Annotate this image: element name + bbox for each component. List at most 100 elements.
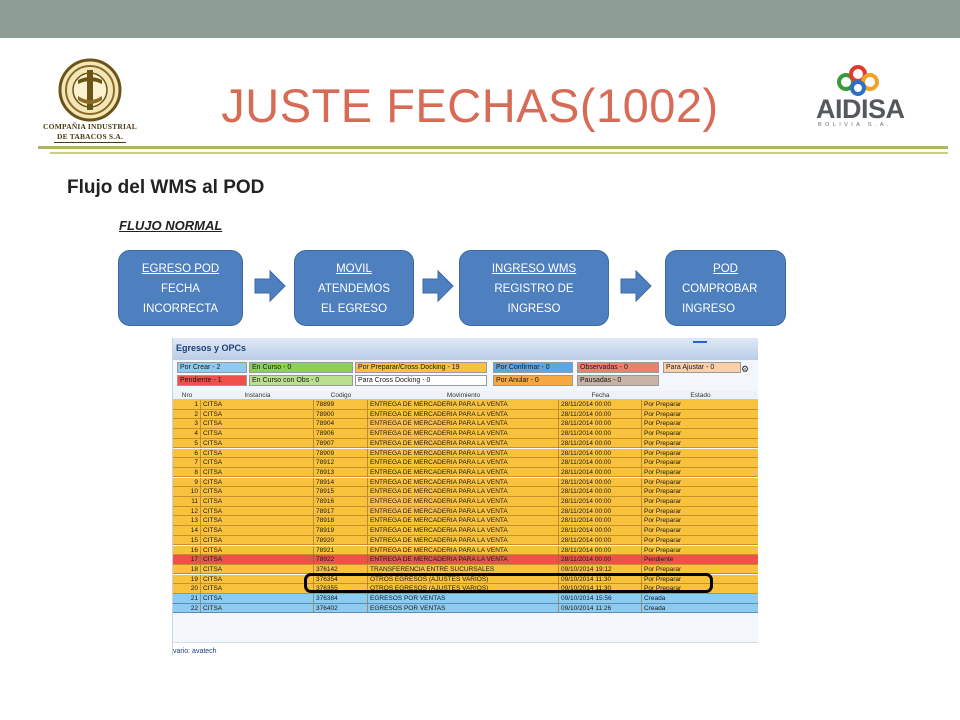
settings-tool-icon[interactable]: ⚙ xyxy=(741,364,750,374)
table-cell: 78900 xyxy=(314,409,368,419)
filter-chip[interactable]: Por Anular - 0 xyxy=(493,375,573,386)
column-header[interactable]: Fecha xyxy=(591,392,610,399)
table-cell: TRANSFERENCIA ENTRE SUCURSALES xyxy=(368,564,559,574)
table-cell: CITSA xyxy=(201,458,314,468)
table-cell: 78907 xyxy=(314,438,368,448)
table-cell: 17 xyxy=(173,555,201,565)
table-cell: 28/11/2014 00:00 xyxy=(559,419,642,429)
column-header[interactable]: Nro xyxy=(181,392,193,399)
table-cell: CITSA xyxy=(201,438,314,448)
divider-bottom xyxy=(50,152,948,154)
table-cell: 09/10/2014 19:12 xyxy=(559,564,642,574)
table-cell: CITSA xyxy=(201,526,314,536)
table-cell: Por Preparar xyxy=(642,584,758,593)
arrow-right-icon xyxy=(422,269,454,303)
footer-user: vario: avatech xyxy=(173,648,217,655)
table-cell: 28/11/2014 00:00 xyxy=(559,535,642,545)
flow-step-title: INGRESO WMS xyxy=(491,263,577,275)
flow-step-line: EL EGRESO xyxy=(320,303,388,315)
arrow-right-icon xyxy=(620,269,652,303)
logo-left-rule xyxy=(54,142,126,143)
seal-icon xyxy=(58,58,122,122)
table-cell: 78915 xyxy=(314,487,368,497)
flow-label: FLUJO NORMAL xyxy=(119,218,222,233)
table-cell: CITSA xyxy=(201,564,314,574)
table-cell: 78921 xyxy=(314,545,368,555)
table-cell: ENTREGA DE MERCADERIA PARA LA VENTA xyxy=(368,555,559,565)
filter-chip[interactable]: Por Preparar/Cross Docking - 19 xyxy=(355,362,487,373)
table-cell: Por Preparar xyxy=(642,497,758,506)
table-cell: Por Preparar xyxy=(642,546,758,555)
filter-chip[interactable]: Para Cross Docking - 0 xyxy=(355,375,487,386)
logo-left-text-1: COMPAÑIA INDUSTRIAL xyxy=(43,122,137,131)
filter-chip[interactable]: Por Crear - 2 xyxy=(177,362,247,373)
table-cell: 8 xyxy=(173,467,201,477)
app-footer: vario: avatech xyxy=(173,642,758,656)
table-cell: CITSA xyxy=(201,516,314,526)
flow-step-line: INGRESO xyxy=(507,303,561,315)
table-cell: 4 xyxy=(173,429,201,439)
table-cell: CITSA xyxy=(201,535,314,545)
column-header[interactable]: Movimiento xyxy=(446,392,481,399)
flow-step-line: FECHA xyxy=(161,283,200,295)
table-cell: 376354 xyxy=(314,574,368,584)
filter-chip[interactable]: Pendiente - 1 xyxy=(177,375,247,386)
column-header[interactable]: Estado xyxy=(690,392,711,399)
table-cell: Por Preparar xyxy=(642,526,758,535)
flow-step-title: EGRESO POD xyxy=(141,263,220,275)
company-logo-right: AIDISA BOLIVIA S.A. xyxy=(812,64,912,134)
table-cell: 11 xyxy=(173,497,201,506)
table-cell: Por Preparar xyxy=(642,487,758,496)
filter-chip[interactable]: En Curso con Obs - 0 xyxy=(249,375,353,386)
filter-chip[interactable]: Observadas - 0 xyxy=(577,362,659,373)
column-header[interactable]: Codigo xyxy=(330,392,352,399)
table-cell: 28/11/2014 00:00 xyxy=(559,497,642,506)
table-cell: 1 xyxy=(173,400,201,409)
table-cell: 78918 xyxy=(314,516,368,526)
column-header[interactable]: Instancia xyxy=(244,392,271,399)
table-cell: 09/10/2014 15:56 xyxy=(559,594,642,603)
table-cell: ENTREGA DE MERCADERIA PARA LA VENTA xyxy=(368,419,559,429)
table-cell: ENTREGA DE MERCADERIA PARA LA VENTA xyxy=(368,487,559,497)
filter-chip[interactable]: En Curso - 0 xyxy=(249,362,353,373)
table-cell: 28/11/2014 00:00 xyxy=(559,438,642,448)
filter-chip[interactable]: Por Confirmar - 0 xyxy=(493,362,573,373)
table-cell: 12 xyxy=(173,506,201,516)
divider-top xyxy=(38,146,948,149)
table-cell: 14 xyxy=(173,526,201,536)
flow-step-movil: MOVIL ATENDEMOS EL EGRESO xyxy=(294,250,414,326)
table-cell: ENTREGA DE MERCADERIA PARA LA VENTA xyxy=(368,409,559,419)
table-cell: CITSA xyxy=(201,477,314,487)
table-cell: Por Preparar xyxy=(642,439,758,448)
table-cell: 28/11/2014 00:00 xyxy=(559,545,642,555)
table-cell: 78922 xyxy=(314,555,368,565)
filter-chip[interactable]: Pausadas - 0 xyxy=(577,375,659,386)
filter-chip[interactable]: Para Ajustar - 0 xyxy=(663,362,741,373)
table-cell: Por Preparar xyxy=(642,410,758,419)
flow-step-title: MOVIL xyxy=(336,263,372,275)
table-cell: Por Preparar xyxy=(642,400,758,409)
table-cell: 78916 xyxy=(314,497,368,506)
table-cell: Creada xyxy=(642,604,758,613)
